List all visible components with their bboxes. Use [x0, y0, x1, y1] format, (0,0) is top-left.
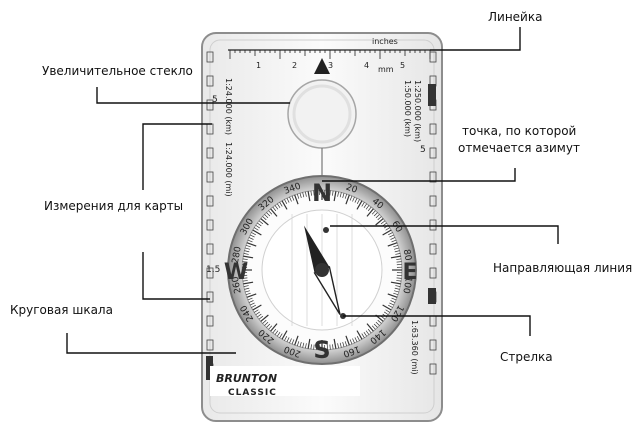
- cardinal-north: N: [312, 179, 332, 207]
- label-ruler: Линейка: [488, 9, 542, 25]
- ruler-number: 5: [400, 61, 405, 70]
- label-magnifier: Увеличительное стекло: [42, 63, 193, 79]
- label-map-scales: Измерения для карты: [44, 198, 183, 214]
- cardinal-west: W: [224, 260, 248, 285]
- scale-text-right-a: 1:50.000 (km): [403, 80, 412, 137]
- label-needle: Стрелка: [500, 349, 553, 365]
- brand-model: CLASSIC: [228, 388, 277, 398]
- side-number-left-2: 1.5: [206, 265, 220, 275]
- ruler-number: 1: [256, 61, 261, 70]
- side-number-right: 5: [420, 145, 426, 155]
- ruler-unit-inches: inches: [372, 37, 398, 46]
- needle-pivot: [315, 263, 329, 277]
- scale-text-left-b: 1:24.000 (mi): [224, 142, 233, 197]
- index-dot: [323, 227, 329, 233]
- right-scale-block: [428, 84, 436, 106]
- label-dial: Круговая шкала: [10, 302, 113, 318]
- scale-text-left-a: 1:24.000 (km): [224, 78, 233, 135]
- label-azimuth-line2: отмечается азимут: [456, 140, 582, 156]
- label-azimuth-line1: точка, по которой: [462, 123, 576, 139]
- scale-text-right-b: 1:250.000 (km): [413, 80, 422, 142]
- ruler-number: 2: [292, 61, 297, 70]
- ruler-number: 4: [364, 61, 369, 70]
- leader-ruler: [430, 27, 520, 50]
- right-scale-block: [428, 288, 436, 304]
- magnifying-lens: [288, 80, 356, 148]
- cardinal-east: E: [402, 260, 417, 285]
- ruler-number: 3: [328, 61, 333, 70]
- ruler-unit-mm: mm: [378, 65, 394, 74]
- leader-map-scales-bottom: [143, 252, 210, 299]
- cardinal-south: S: [313, 336, 330, 364]
- scale-text-right-c: 1:63.360 (mi): [410, 320, 419, 375]
- brand-name: BRUNTON: [216, 372, 277, 385]
- label-guide-line: Направляющая линия: [493, 260, 632, 276]
